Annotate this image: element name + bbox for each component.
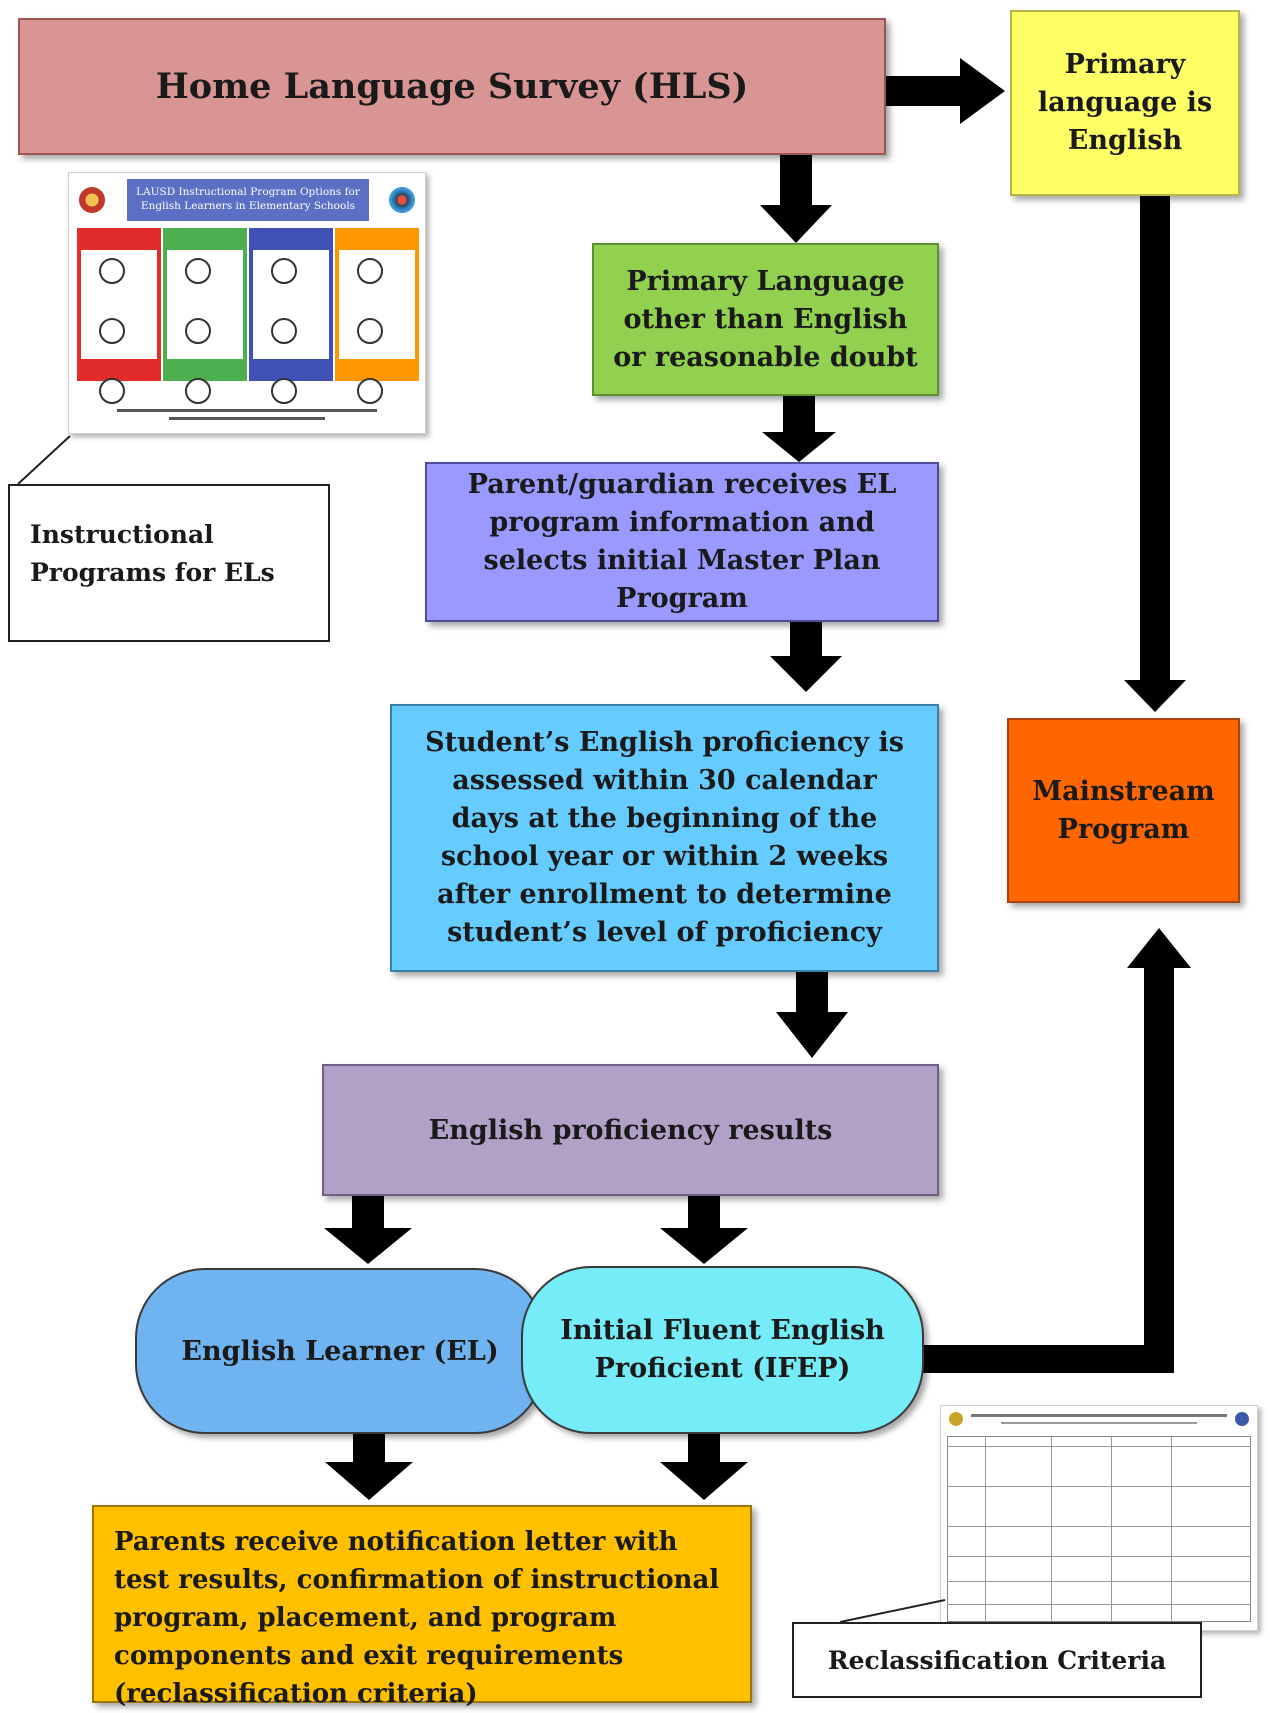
primary-other-box: Primary Language other than English or r… [592, 243, 939, 396]
arrow-el-to-notification [325, 1432, 413, 1500]
arrow-hls-to-english [885, 58, 1005, 124]
arrow-results-to-ifep [660, 1196, 748, 1264]
primary-english-box: Primary language is English [1010, 10, 1240, 196]
arrow-ifep-to-mainstream [922, 928, 1191, 1373]
reclassification-label: Reclassification Criteria [827, 1645, 1167, 1675]
instructional-programs-label: Instructional Programs for ELs [30, 520, 275, 587]
thumb-seal-right-icon [389, 187, 415, 213]
hls-box: Home Language Survey (HLS) [18, 18, 886, 155]
arrow-ifep-to-notification [660, 1432, 748, 1500]
mainstream-text: Mainstream Program [1032, 775, 1215, 845]
thumb-title-line1: LAUSD Instructional Program Options for [136, 186, 360, 198]
assessed-box: Student’s English proficiency is assesse… [390, 704, 939, 972]
thumb-title: LAUSD Instructional Program Options for … [127, 179, 369, 221]
reclassification-callout: Reclassification Criteria [792, 1622, 1202, 1698]
results-box: English proficiency results [322, 1064, 939, 1196]
parent-receives-text: Parent/guardian receives EL program info… [467, 469, 897, 614]
mainstream-box: Mainstream Program [1007, 718, 1240, 903]
arrow-hls-to-other [760, 155, 832, 243]
arrow-english-to-mainstream [1124, 196, 1186, 712]
instructional-programs-callout: Instructional Programs for ELs [8, 484, 330, 642]
primary-other-text: Primary Language other than English or r… [613, 265, 918, 373]
hls-text: Home Language Survey (HLS) [155, 66, 749, 107]
arrow-assessed-to-results [776, 972, 848, 1058]
thumb-footer-lines [109, 407, 385, 423]
instructional-programs-thumbnail: LAUSD Instructional Program Options for … [68, 172, 426, 434]
el-text: English Learner (EL) [181, 1335, 499, 1367]
arrow-other-to-parent [762, 396, 836, 462]
assessed-text: Student’s English proficiency is assesse… [425, 727, 904, 948]
reclassification-chart-thumbnail [940, 1405, 1258, 1631]
arrow-parent-to-assessed [770, 622, 842, 692]
primary-english-text: Primary language is English [1037, 49, 1213, 156]
ifep-box: Initial Fluent English Proficient (IFEP) [521, 1266, 924, 1434]
thumb-column-blue [249, 228, 333, 404]
results-text: English proficiency results [428, 1114, 833, 1146]
notification-box: Parents receive notification letter with… [92, 1505, 752, 1709]
arrow-results-to-el [324, 1196, 412, 1264]
parent-receives-box: Parent/guardian receives EL program info… [425, 462, 939, 622]
thumb-column-green [163, 228, 247, 404]
thumb-title-line2: English Learners in Elementary Schools [140, 200, 356, 212]
thumb-column-red [77, 228, 161, 404]
thumb-seal-left-icon [79, 187, 105, 213]
thumb-column-orange [335, 228, 419, 404]
ifep-text: Initial Fluent English Proficient (IFEP) [560, 1315, 885, 1384]
